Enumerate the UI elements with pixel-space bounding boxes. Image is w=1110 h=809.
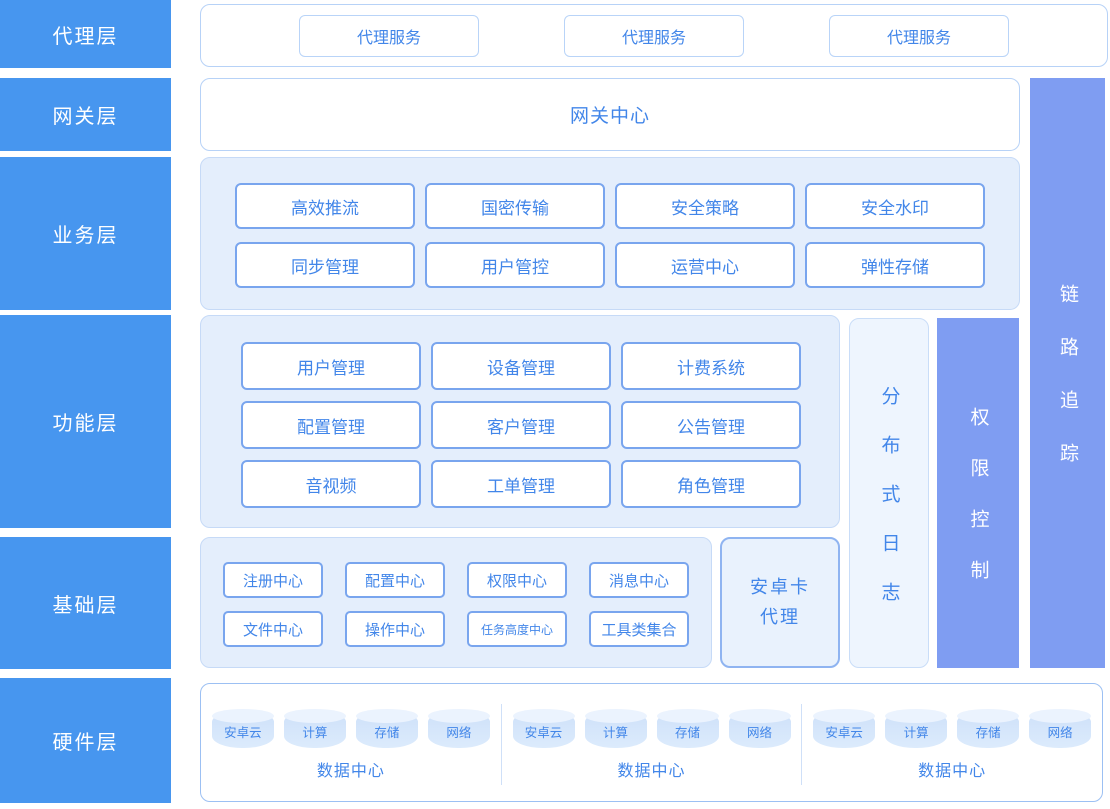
database-cylinder: 网络 (1029, 709, 1092, 748)
distributed-log-bar: 分布式日志 (849, 318, 929, 668)
base-chip[interactable]: 操作中心 (345, 611, 445, 647)
data-center-group: 安卓云 计算 存储 网络 数据中心 (802, 684, 1102, 801)
function-chip[interactable]: 工单管理 (431, 460, 611, 508)
function-chip[interactable]: 配置管理 (241, 401, 421, 449)
divider (801, 704, 803, 785)
proxy-service-chip[interactable]: 代理服务 (299, 15, 479, 57)
function-chip[interactable]: 计费系统 (621, 342, 801, 390)
function-chip[interactable]: 设备管理 (431, 342, 611, 390)
database-cylinder: 安卓云 (211, 709, 274, 748)
link-trace-bar: 链路追踪 (1030, 78, 1105, 668)
database-cylinder: 计算 (584, 709, 647, 748)
proxy-service-chip[interactable]: 代理服务 (829, 15, 1009, 57)
business-chip[interactable]: 运营中心 (615, 242, 795, 288)
business-chip[interactable]: 国密传输 (425, 183, 605, 229)
distributed-log-label: 分布式日志 (878, 385, 900, 631)
proxy-layer-panel: 代理服务 代理服务 代理服务 (200, 4, 1108, 67)
sidebar-layer-base: 基础层 (0, 537, 171, 669)
function-chip[interactable]: 音视频 (241, 460, 421, 508)
base-chip[interactable]: 任务高度中心 (467, 611, 567, 647)
database-cylinder: 安卓云 (512, 709, 575, 748)
permission-control-label: 权限控制 (967, 407, 989, 611)
android-card-proxy[interactable]: 安卓卡 代理 (720, 537, 840, 668)
gateway-center-panel: 网关中心 (200, 78, 1020, 151)
database-cylinder: 计算 (885, 709, 948, 748)
data-center-label: 数据中心 (316, 763, 385, 780)
data-center-label: 数据中心 (617, 763, 686, 780)
permission-control-bar: 权限控制 (937, 318, 1019, 668)
function-chip[interactable]: 公告管理 (621, 401, 801, 449)
business-chip[interactable]: 用户管控 (425, 242, 605, 288)
base-chip[interactable]: 权限中心 (467, 562, 567, 598)
base-chip[interactable]: 工具类集合 (589, 611, 689, 647)
android-card-proxy-line1: 安卓卡 (750, 576, 810, 597)
base-chip[interactable]: 文件中心 (223, 611, 323, 647)
business-chip[interactable]: 高效推流 (235, 183, 415, 229)
database-cylinder: 安卓云 (813, 709, 876, 748)
android-card-proxy-line2: 代理 (760, 606, 800, 627)
business-chip[interactable]: 同步管理 (235, 242, 415, 288)
sidebar-layer-business: 业务层 (0, 157, 171, 310)
data-center-group: 安卓云 计算 存储 网络 数据中心 (502, 684, 802, 801)
base-chip[interactable]: 配置中心 (345, 562, 445, 598)
function-chip[interactable]: 客户管理 (431, 401, 611, 449)
business-chip[interactable]: 弹性存储 (805, 242, 985, 288)
function-layer-panel: 用户管理 设备管理 计费系统 配置管理 客户管理 公告管理 音视频 工单管理 角… (200, 315, 840, 528)
divider (500, 704, 502, 785)
database-cylinder: 存储 (656, 709, 719, 748)
base-chip[interactable]: 消息中心 (589, 562, 689, 598)
function-chip[interactable]: 用户管理 (241, 342, 421, 390)
link-trace-label: 链路追踪 (1057, 284, 1078, 496)
database-cylinder: 网络 (728, 709, 791, 748)
base-chip[interactable]: 注册中心 (223, 562, 323, 598)
data-center-group: 安卓云 计算 存储 网络 数据中心 (201, 684, 501, 801)
sidebar-layer-hardware: 硬件层 (0, 678, 171, 803)
business-chip[interactable]: 安全水印 (805, 183, 985, 229)
sidebar-layer-function: 功能层 (0, 315, 171, 528)
proxy-service-chip[interactable]: 代理服务 (564, 15, 744, 57)
sidebar-layer-gateway: 网关层 (0, 78, 171, 151)
gateway-center-title: 网关中心 (569, 106, 650, 127)
database-cylinder: 存储 (355, 709, 418, 748)
business-chip[interactable]: 安全策略 (615, 183, 795, 229)
base-layer-panel: 注册中心 配置中心 权限中心 消息中心 文件中心 操作中心 任务高度中心 工具类… (200, 537, 712, 668)
function-chip[interactable]: 角色管理 (621, 460, 801, 508)
data-center-label: 数据中心 (918, 763, 987, 780)
business-layer-panel: 高效推流 国密传输 安全策略 安全水印 同步管理 用户管控 运营中心 弹性存储 (200, 157, 1020, 310)
database-cylinder: 计算 (283, 709, 346, 748)
database-cylinder: 存储 (957, 709, 1020, 748)
sidebar-layer-proxy: 代理层 (0, 0, 171, 68)
database-cylinder: 网络 (427, 709, 490, 748)
hardware-layer-panel: 安卓云 计算 存储 网络 数据中心 安卓云 计算 存储 网络 数据中心 安卓云 … (200, 683, 1103, 802)
